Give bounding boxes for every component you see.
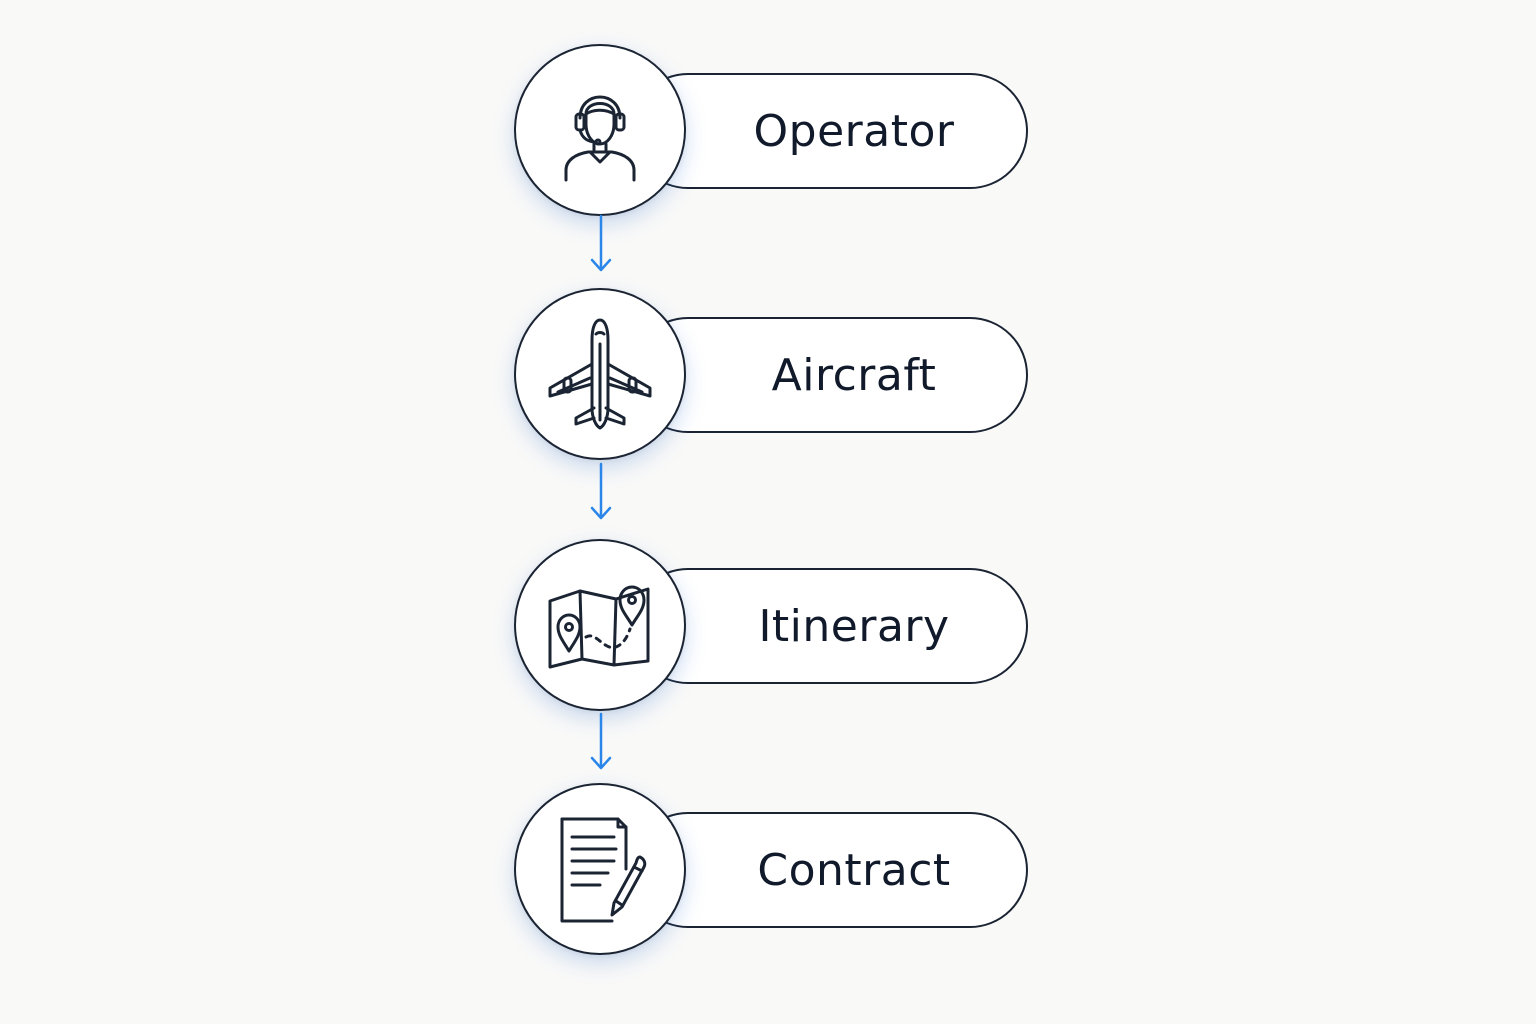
step-contract: Contract — [0, 782, 1536, 962]
step-aircraft: Aircraft — [0, 287, 1536, 467]
step-icon-circle — [514, 44, 686, 216]
step-label: Contract — [757, 844, 951, 896]
step-icon-circle — [514, 783, 686, 955]
contract-pen-icon — [560, 817, 647, 923]
step-icon-circle — [514, 539, 686, 711]
step-label: Aircraft — [771, 349, 937, 401]
step-pill: Itinerary — [630, 568, 1028, 684]
arrow-down — [590, 462, 612, 520]
arrow-down — [590, 712, 612, 770]
step-itinerary: Itinerary — [0, 538, 1536, 718]
step-label: Itinerary — [758, 600, 950, 652]
step-label: Operator — [753, 105, 955, 157]
airplane-icon — [548, 318, 652, 430]
step-icon-circle — [514, 288, 686, 460]
step-operator: Operator — [0, 43, 1536, 223]
step-pill: Operator — [630, 73, 1028, 189]
step-pill: Contract — [630, 812, 1028, 928]
map-route-icon — [548, 585, 650, 669]
step-pill: Aircraft — [630, 317, 1028, 433]
arrow-down — [590, 214, 612, 272]
headset-operator-icon — [564, 95, 636, 182]
